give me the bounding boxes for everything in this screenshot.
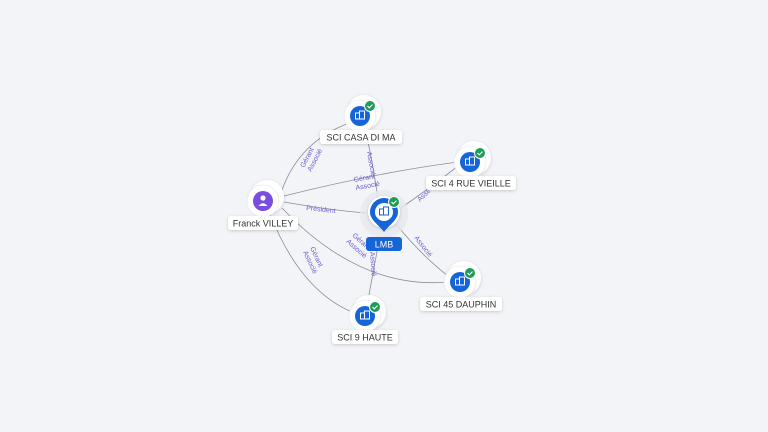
node-label: Franck VILLEY	[233, 219, 294, 229]
building-icon	[455, 276, 465, 286]
edge-franck-dauphin[interactable]	[281, 207, 449, 284]
verified-icon	[464, 267, 476, 279]
node-sci-45-dauphin[interactable]: SCI 45 DAUPHIN	[420, 261, 502, 311]
node-label: SCI CASA DI MA	[326, 133, 395, 143]
edge-label: Associé	[355, 181, 380, 192]
node-sci-casa-di-ma[interactable]: SCI CASA DI MA	[320, 95, 402, 144]
edge-label: Associé	[368, 252, 377, 277]
verified-icon	[388, 196, 400, 208]
node-label: LMB	[375, 240, 394, 250]
edge-label: Président	[306, 205, 336, 215]
edge-franck-casa[interactable]	[281, 121, 353, 191]
node-sci-4-rue-vieille[interactable]: SCI 4 RUE VIEILLE	[426, 141, 516, 190]
node-label: SCI 45 DAUPHIN	[426, 300, 497, 310]
verified-icon	[474, 147, 486, 159]
edge-franck-vieille[interactable]	[283, 160, 459, 197]
edge-franck-lmb[interactable]	[283, 201, 366, 215]
node-lmb[interactable]: LMB	[360, 190, 408, 251]
building-icon	[465, 156, 475, 166]
building-icon	[379, 206, 389, 216]
edge-franck-haute[interactable]	[269, 213, 353, 313]
node-franck-villey[interactable]: Franck VILLEY	[228, 180, 298, 230]
verified-icon	[369, 301, 381, 313]
node-label: SCI 4 RUE VIEILLE	[431, 179, 511, 189]
building-icon	[360, 310, 370, 320]
building-icon	[355, 110, 365, 120]
person-icon	[258, 195, 268, 206]
edge-label: Gérant	[353, 173, 375, 184]
node-label: SCI 9 HAUTE	[337, 333, 393, 343]
verified-icon	[364, 100, 376, 112]
edge-label: Associé	[365, 151, 376, 176]
node-sci-9-haute[interactable]: SCI 9 HAUTE	[332, 295, 398, 344]
